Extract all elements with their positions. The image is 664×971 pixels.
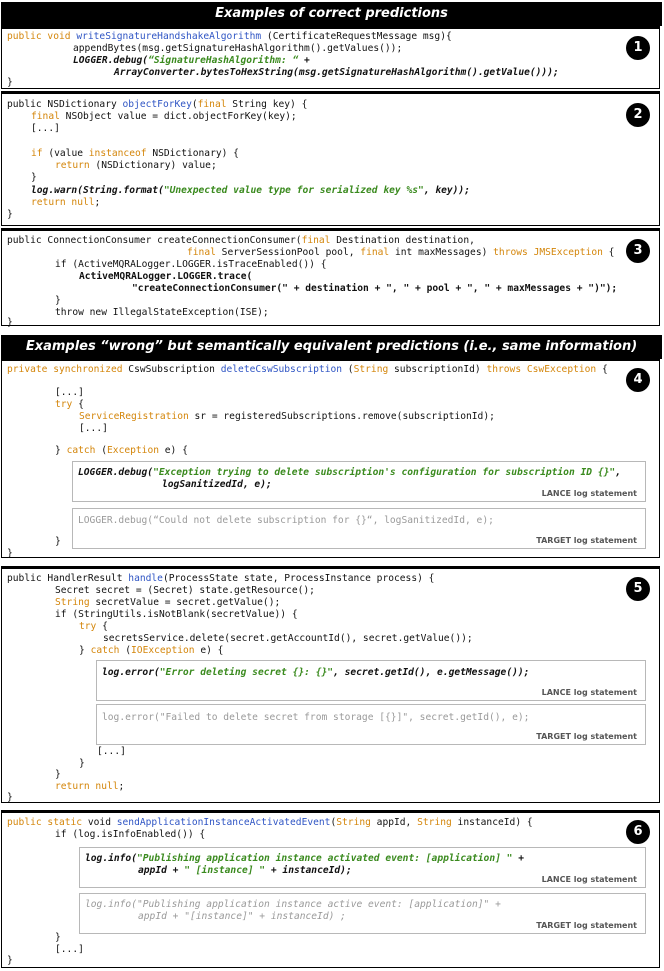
code-line: final ServerSessionPool pool, final int … <box>187 247 615 258</box>
code-line: public HandlerResult handle(ProcessState… <box>7 573 435 584</box>
lance-label: LANCE log statement <box>541 875 637 884</box>
example-number-badge: 1 <box>626 36 650 60</box>
lance-label: LANCE log statement <box>541 489 637 498</box>
lance-log-line: log.error("Error deleting secret {}: {}"… <box>102 667 530 678</box>
code-line: } <box>55 932 61 943</box>
code-line: return null; <box>31 197 101 208</box>
code-line: secretsService.delete(secret.getAccountI… <box>103 633 473 644</box>
code-line: return (NSDictionary) value; <box>55 160 217 171</box>
code-line: appendBytes(msg.getSignatureHashAlgorith… <box>73 43 403 54</box>
code-line: } <box>7 955 13 966</box>
code-example-2: 2 public NSDictionary objectForKey(final… <box>1 91 660 226</box>
code-example-3: 3 public ConnectionConsumer createConnec… <box>1 228 660 328</box>
code-line: Secret secret = (Secret) state.getResour… <box>55 585 315 596</box>
code-line: [...] <box>55 944 84 955</box>
code-example-6: 6 public static void sendApplicationInst… <box>1 810 660 968</box>
target-log-line: log.error("Failed to delete secret from … <box>102 712 530 723</box>
code-line: throw new IllegalStateException(ISE); <box>55 307 269 318</box>
code-line-log-statement: LOGGER.debug(“SignatureHashAlgorithm: “ … <box>73 55 310 66</box>
code-line: [...] <box>31 123 60 134</box>
code-line-log-statement: log.warn(String.format("Unexpected value… <box>31 185 470 196</box>
code-line: } catch (IOException e) { <box>79 645 224 656</box>
lance-log-line: logSanitizedId, e); <box>162 479 272 490</box>
code-line: if (ActiveMQRALogger.LOGGER.isTraceEnabl… <box>55 259 327 270</box>
code-line: ServiceRegistration sr = registeredSubsc… <box>79 411 495 422</box>
code-example-1: 1 public void writeSignatureHandshakeAlg… <box>1 26 660 89</box>
lance-log-line: appId + " [instance] " + instanceId); <box>138 865 352 876</box>
lance-log-line: log.info("Publishing application instanc… <box>85 853 524 864</box>
code-line: } <box>79 758 85 769</box>
code-line: if (value instanceof NSDictionary) { <box>31 148 239 159</box>
code-line: } <box>7 548 13 559</box>
code-line: try { <box>55 399 84 410</box>
code-line: [...] <box>55 387 84 398</box>
example-number-badge: 2 <box>626 103 650 127</box>
target-statement-box: LOGGER.debug(“Could not delete subscript… <box>72 508 646 549</box>
code-line: [...] <box>97 746 126 757</box>
example-number-badge: 3 <box>626 239 650 263</box>
target-label: TARGET log statement <box>536 536 637 545</box>
code-line: if (log.isInfoEnabled()) { <box>55 829 206 840</box>
code-line: public void writeSignatureHandshakeAlgor… <box>7 31 452 42</box>
code-line: public static void sendApplicationInstan… <box>7 817 533 828</box>
code-line: } <box>7 317 13 328</box>
lance-log-line: LOGGER.debug("Exception trying to delete… <box>78 467 621 478</box>
lance-label: LANCE log statement <box>541 688 637 697</box>
code-line-log-statement: ActiveMQRALogger.LOGGER.trace( <box>79 271 253 282</box>
target-log-line: LOGGER.debug(“Could not delete subscript… <box>78 515 494 526</box>
code-line: public ConnectionConsumer createConnecti… <box>7 235 475 246</box>
lance-prediction-box: LOGGER.debug("Exception trying to delete… <box>72 461 646 502</box>
target-statement-box: log.info("Publishing application instanc… <box>79 893 646 934</box>
lance-prediction-box: log.error("Error deleting secret {}: {}"… <box>96 660 646 701</box>
code-example-4: 4 private synchronized CswSubscription d… <box>1 358 660 559</box>
code-line: } <box>31 172 37 183</box>
code-line: private synchronized CswSubscription del… <box>7 364 608 375</box>
example-number-badge: 4 <box>626 368 650 392</box>
code-line: } <box>7 792 13 803</box>
code-line: try { <box>79 621 108 632</box>
target-statement-box: log.error("Failed to delete secret from … <box>96 704 646 745</box>
target-log-line: log.info("Publishing application instanc… <box>85 899 501 910</box>
section-header-correct: Examples of correct predictions <box>1 2 662 26</box>
code-line-log-statement: "createConnectionConsumer(" + destinatio… <box>132 283 618 294</box>
code-line: [...] <box>79 423 108 434</box>
example-number-badge: 5 <box>626 577 650 601</box>
section-header-semantically-equivalent: Examples “wrong” but semantically equiva… <box>1 335 662 359</box>
code-line: return null; <box>55 781 125 792</box>
code-line: } <box>55 295 61 306</box>
target-label: TARGET log statement <box>536 732 637 741</box>
code-line: final NSObject value = dict.objectForKey… <box>31 111 297 122</box>
code-line: } <box>55 536 61 547</box>
code-line-log-statement: ArrayConverter.bytesToHexString(msg.getS… <box>114 67 559 78</box>
example-number-badge: 6 <box>626 820 650 844</box>
code-line: } <box>55 769 61 780</box>
code-line: } catch (Exception e) { <box>55 445 188 456</box>
code-line: } <box>7 77 13 88</box>
code-line: public NSDictionary objectForKey(final S… <box>7 99 308 110</box>
code-line: String secretValue = secret.getValue(); <box>55 597 281 608</box>
code-example-5: 5 public HandlerResult handle(ProcessSta… <box>1 566 660 803</box>
code-line: if (StringUtils.isNotBlank(secretValue))… <box>55 609 298 620</box>
lance-prediction-box: log.info("Publishing application instanc… <box>79 847 646 888</box>
target-label: TARGET log statement <box>536 921 637 930</box>
code-line: } <box>7 209 13 220</box>
target-log-line: appId + "[instance]" + instanceId) ; <box>138 911 346 922</box>
